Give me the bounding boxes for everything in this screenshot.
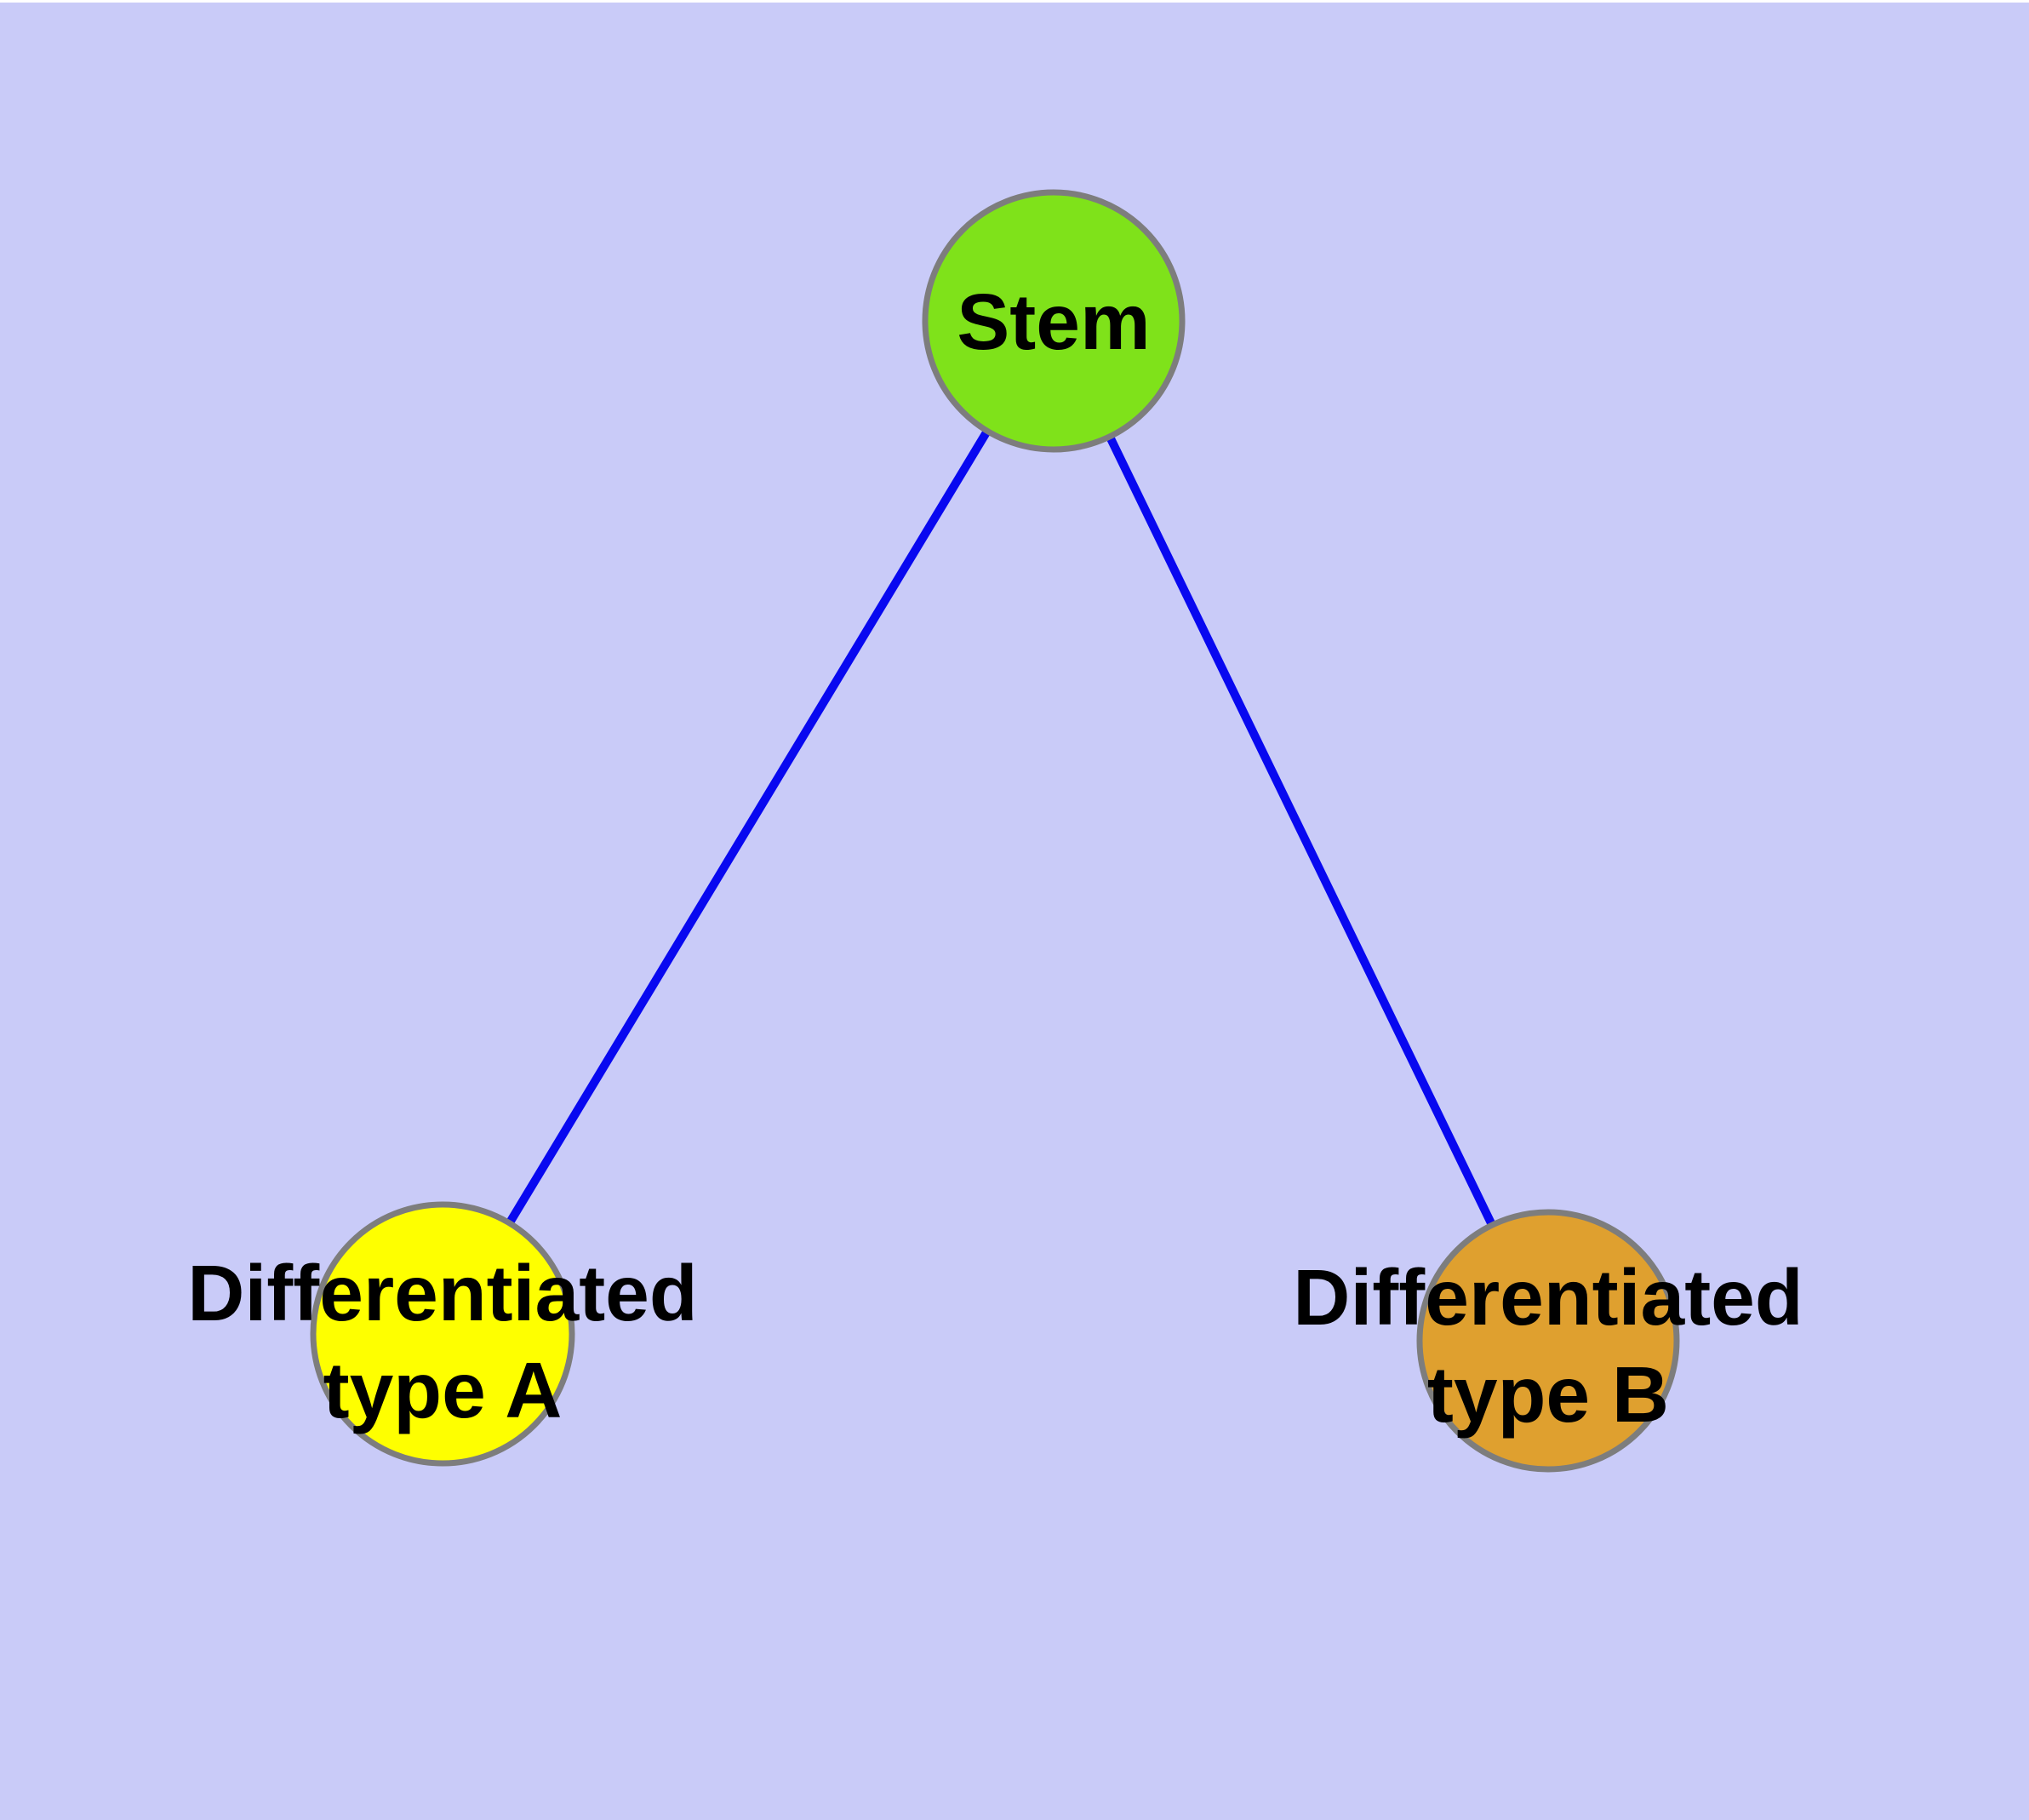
stem-node-label: Stem [957,278,1150,366]
edge-stem-to-type-a [438,318,1058,1336]
differentiated-type-a-label-line1: Differentiated [187,1249,697,1337]
differentiated-type-b-label-line2: type B [1427,1350,1669,1439]
differentiated-type-b-label-line1: Differentiated [1293,1253,1803,1342]
stem-node[interactable] [922,189,1186,453]
differentiated-type-b-node[interactable] [1416,1209,1680,1473]
differentiated-type-a-label-line2: type A [323,1346,563,1434]
graph-canvas: Stem Differentiated type A Differentiate… [0,3,2029,1820]
edge-stem-to-type-b [1049,318,1552,1343]
differentiated-type-a-node[interactable] [310,1201,575,1467]
graph-svg: Stem Differentiated type A Differentiate… [187,189,1803,1473]
